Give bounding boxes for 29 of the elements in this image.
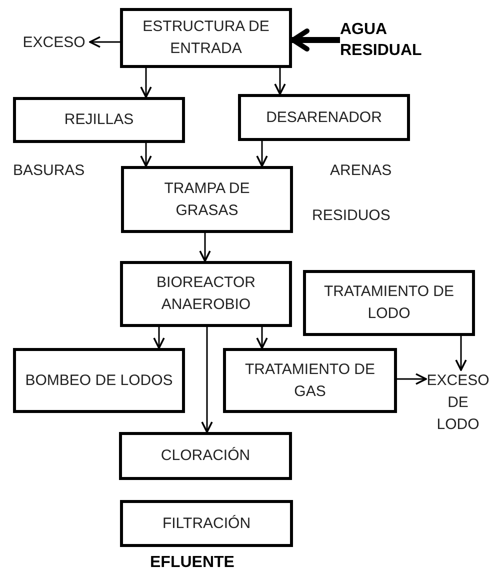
process-box: BOMBEO DE LODOS: [13, 348, 185, 413]
output-label: EXCESO: [18, 32, 90, 54]
process-box: CLORACIÓN: [119, 432, 292, 480]
arrow: [89, 36, 120, 48]
arrow: [199, 233, 211, 262]
arrow: [455, 336, 467, 371]
process-box: TRATAMIENTO DE GAS: [223, 348, 397, 413]
arrow: [256, 141, 268, 167]
input-label: AGUA RESIDUAL: [340, 18, 450, 62]
byproduct-label: BASURAS: [13, 161, 85, 181]
arrow: [140, 68, 152, 98]
arrow: [140, 143, 152, 167]
process-box: REJILLAS: [13, 97, 185, 143]
arrow: [153, 327, 165, 349]
process-box: BIOREACTOR ANAEROBIO: [120, 261, 292, 327]
process-box: TRAMPA DE GRASAS: [121, 166, 293, 233]
byproduct-label: RESIDUOS: [312, 206, 390, 226]
arrow: [201, 327, 213, 433]
process-box: ESTRUCTURA DE ENTRADA: [120, 8, 292, 68]
process-box: DESARENADOR: [238, 94, 410, 141]
process-box: TRATAMIENTO DE LODO: [303, 270, 475, 336]
outlet-label: EFLUENTE: [150, 553, 234, 573]
output-label: EXCESO DE LODO: [426, 370, 490, 446]
arrow: [274, 68, 286, 95]
arrow: [397, 373, 427, 385]
arrow: [256, 327, 268, 349]
process-box: FILTRACIÓN: [120, 500, 293, 547]
byproduct-label: ARENAS: [330, 161, 392, 181]
arrow: [290, 28, 340, 52]
